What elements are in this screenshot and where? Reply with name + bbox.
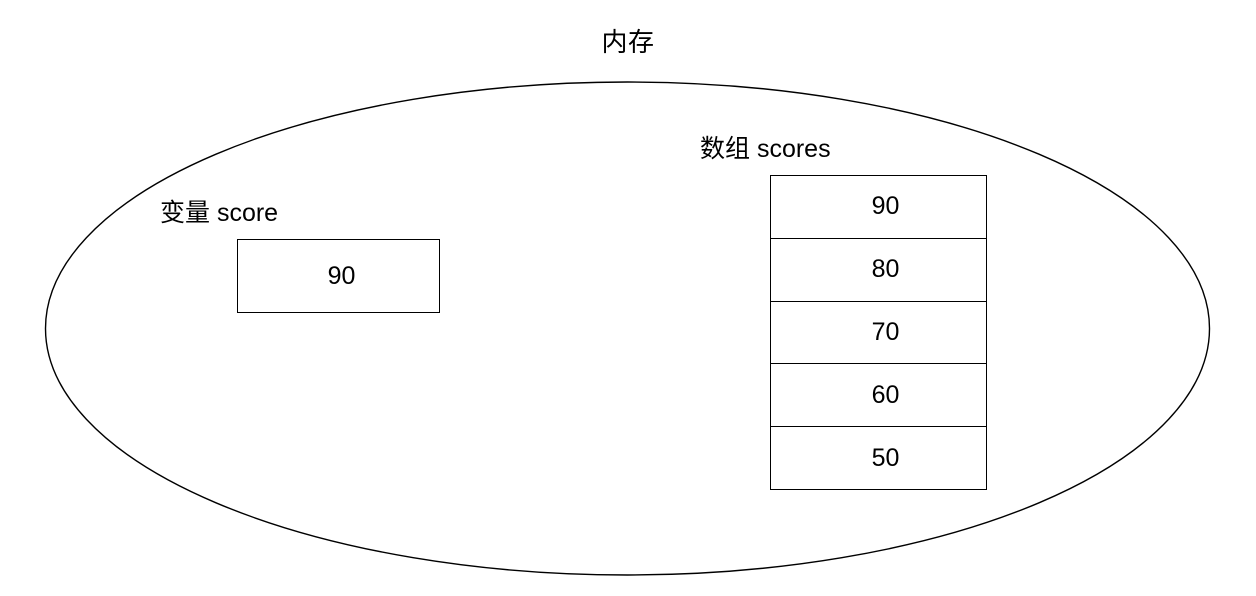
array-cell: 70	[771, 302, 986, 365]
array-cell: 60	[771, 364, 986, 428]
array-table: 90 80 70 60 50	[770, 175, 987, 490]
array-cell: 80	[771, 239, 986, 302]
variable-value: 90	[327, 261, 356, 290]
array-cell: 90	[771, 176, 986, 239]
array-cell: 50	[871, 443, 900, 472]
variable-box: 90	[237, 239, 440, 313]
array-label: 数组 scores	[700, 135, 831, 163]
page-title: 内存	[601, 27, 655, 57]
variable-label: 变量 score	[160, 199, 279, 227]
